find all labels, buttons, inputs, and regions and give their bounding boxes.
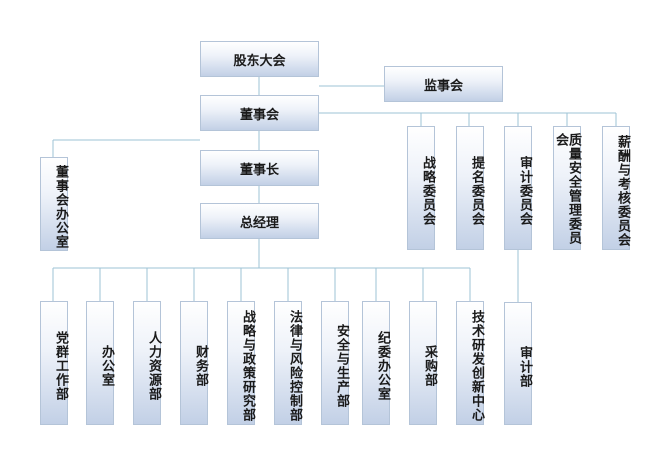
general-manager-label: 总经理 — [239, 215, 279, 231]
department-box: 采购部 — [409, 301, 437, 425]
department-box: 技术研发创新中心 — [456, 301, 484, 425]
chairman-box: 董事长 — [200, 150, 319, 186]
audit-department-box: 审计部 — [504, 302, 532, 425]
department-label: 人力资源部 — [146, 331, 161, 401]
strategy-committee-box: 战略委员会 — [407, 126, 435, 250]
department-box: 财务部 — [180, 301, 208, 425]
board-office-label: 董事会办公室 — [53, 165, 68, 249]
department-label: 财务部 — [193, 345, 208, 387]
compensation-committee-box: 薪酬与考核委员会 — [602, 126, 630, 250]
committee-label: 审计委员会 — [517, 156, 532, 226]
committee-label: 质量安全管理委员会 — [553, 133, 581, 245]
department-box: 纪委办公室 — [362, 301, 390, 425]
supervisory-board-label: 监事会 — [423, 78, 463, 94]
department-box: 安全与生产部 — [321, 301, 349, 425]
board-of-directors-box: 董事会 — [200, 95, 319, 131]
supervisory-board-box: 监事会 — [384, 66, 503, 102]
chairman-label: 董事长 — [239, 162, 279, 178]
board-of-directors-label: 董事会 — [239, 107, 279, 123]
department-label: 战略与政策研究部 — [240, 310, 255, 422]
nomination-committee-box: 提名委员会 — [456, 126, 484, 250]
department-label: 法律与风险控制部 — [287, 310, 302, 422]
audit-department-label: 审计部 — [517, 345, 532, 388]
department-label: 技术研发创新中心 — [469, 310, 484, 422]
board-office-box: 董事会办公室 — [40, 157, 68, 251]
quality-safety-committee-box: 质量安全管理委员会 — [553, 126, 581, 250]
committee-label: 提名委员会 — [469, 156, 484, 226]
department-box: 人力资源部 — [133, 301, 161, 425]
shareholders-meeting-box: 股东大会 — [200, 41, 319, 77]
department-box: 战略与政策研究部 — [227, 301, 255, 425]
department-label: 党群工作部 — [53, 331, 68, 401]
department-box: 党群工作部 — [40, 301, 68, 425]
general-manager-box: 总经理 — [200, 203, 319, 239]
department-box: 办公室 — [86, 301, 114, 425]
department-label: 采购部 — [422, 345, 437, 387]
department-label: 安全与生产部 — [334, 324, 349, 408]
committee-label: 薪酬与考核委员会 — [615, 135, 630, 247]
department-label: 纪委办公室 — [375, 331, 390, 401]
department-label: 办公室 — [99, 345, 114, 387]
department-box: 法律与风险控制部 — [274, 301, 302, 425]
committee-label: 战略委员会 — [420, 156, 435, 226]
shareholders-meeting-label: 股东大会 — [233, 53, 286, 69]
audit-committee-box: 审计委员会 — [504, 126, 532, 250]
